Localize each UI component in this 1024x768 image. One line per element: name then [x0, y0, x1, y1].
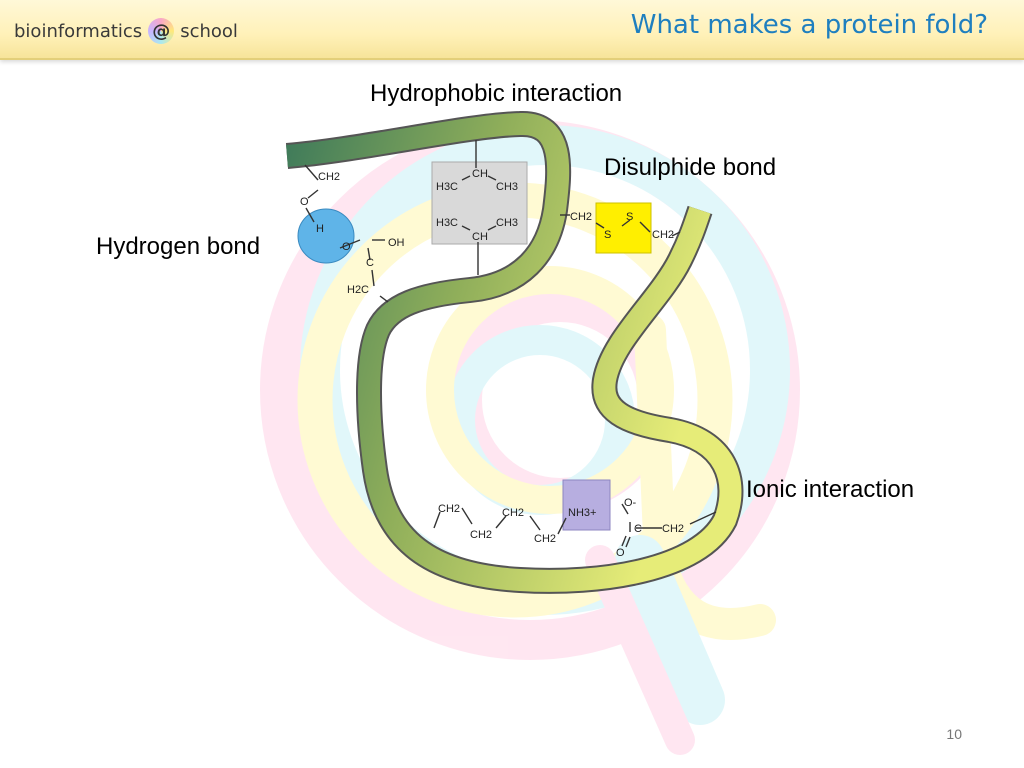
chem-h-oh: OH	[388, 237, 405, 249]
chem-h-ch2: CH2	[318, 171, 340, 183]
chem-hy-ch3-top: CH3	[496, 181, 518, 193]
chem-hy-ch3-bot: CH3	[496, 217, 518, 229]
chem-h-o2: O	[342, 241, 351, 253]
chem-io-ch2-e: CH2	[662, 523, 684, 535]
chem-h-h: H	[316, 223, 324, 235]
chem-ds-s-left: S	[604, 229, 611, 241]
brand-logo: bioinformatics @ school	[14, 14, 238, 48]
slide-title: What makes a protein fold?	[630, 10, 988, 40]
chem-hy-h3c-bot: H3C	[436, 217, 458, 229]
diagram-canvas: CH2 O H O OH C H2C CH H3C CH3 H3C CH3 CH…	[260, 111, 800, 755]
bond-lines	[304, 140, 717, 548]
chem-io-ch2-c: CH2	[502, 507, 524, 519]
chem-h-c: C	[366, 257, 374, 269]
chem-io-o-minus: O-	[624, 497, 637, 509]
brand-text-right: school	[180, 20, 238, 42]
chem-io-ch2-a: CH2	[438, 503, 460, 515]
chem-ds-ch2-right: CH2	[652, 229, 674, 241]
label-hydrogen-bond: Hydrogen bond	[96, 233, 261, 260]
hydrophobic-box	[431, 161, 528, 245]
chem-io-c: C	[634, 523, 642, 535]
page-number: 10	[946, 726, 962, 742]
brand-text-left: bioinformatics	[14, 20, 143, 42]
slide-header: bioinformatics @ school What makes a pro…	[0, 0, 1024, 60]
chem-hy-h3c-top: H3C	[436, 181, 458, 193]
label-ionic-interaction: Ionic interaction	[746, 476, 915, 503]
chem-io-o: O	[616, 547, 625, 559]
disulphide-box	[595, 202, 652, 254]
chem-io-nh3: NH3+	[568, 507, 596, 519]
protein-fold-diagram: CH2 O H O OH C H2C CH H3C CH3 H3C CH3 CH…	[0, 60, 1024, 760]
chem-h-o1: O	[300, 196, 309, 208]
hydrogen-bond-ellipse	[297, 208, 355, 264]
chem-hy-ch-top: CH	[472, 168, 488, 180]
protein-backbone-fill	[286, 113, 742, 592]
label-disulphide-bond: Disulphide bond	[604, 154, 777, 181]
chem-ds-ch2-left: CH2	[570, 211, 592, 223]
label-hydrophobic-interaction: Hydrophobic interaction	[370, 80, 623, 107]
chem-hy-ch-bot: CH	[472, 231, 488, 243]
ionic-box	[562, 479, 611, 531]
chem-ds-s-right: S	[626, 211, 633, 223]
chem-h-h2c: H2C	[347, 284, 369, 296]
at-logo-icon: @	[148, 18, 175, 44]
chem-io-ch2-b: CH2	[470, 529, 492, 541]
chem-labels: CH2 O H O OH C H2C CH H3C CH3 H3C CH3 CH…	[300, 168, 684, 559]
chem-io-ch2-d: CH2	[534, 533, 556, 545]
